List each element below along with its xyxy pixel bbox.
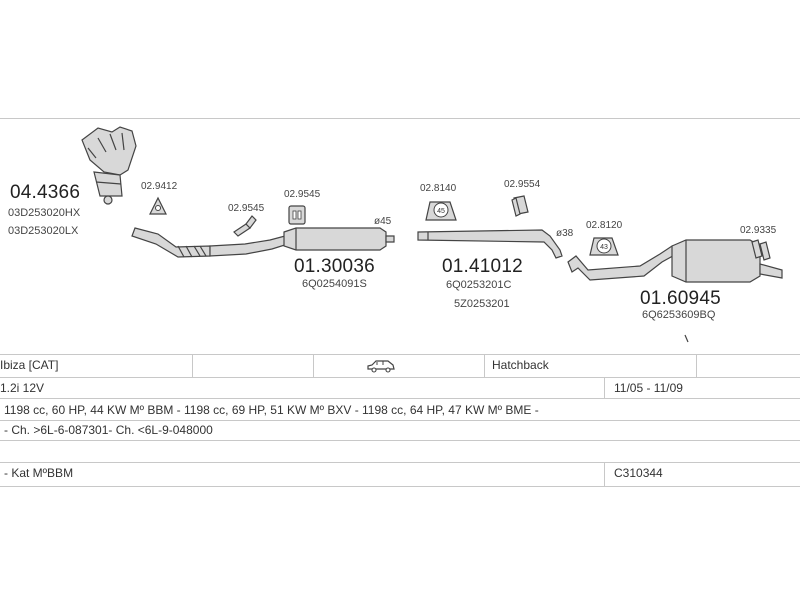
- middle-pipe: [417, 229, 563, 259]
- table-line: [0, 354, 800, 355]
- car-icon: [366, 359, 396, 378]
- gasket-label: 02.9412: [141, 181, 178, 192]
- hanger-icon: [751, 239, 771, 261]
- clamp-a-label: 02.8140: [420, 183, 457, 194]
- body-type-cell: Hatchback: [492, 358, 549, 372]
- bracket-a-label: 02.9545: [228, 203, 265, 214]
- front-down-pipe: [131, 227, 289, 258]
- engine-cell: 1.2i 12V: [0, 381, 45, 395]
- table-divider: [192, 354, 193, 377]
- engine-variants-cell: 1198 cc, 60 HP, 44 KW Mº BBM - 1198 cc, …: [4, 403, 539, 417]
- catalyst-manifold: [81, 126, 137, 205]
- hanger-b-label: 02.9335: [740, 225, 777, 236]
- hanger-icon: [511, 195, 529, 217]
- note-cell: - Kat MºBBM: [4, 466, 74, 480]
- middle-part-number: 01.41012: [442, 256, 523, 277]
- table-line: [0, 420, 800, 421]
- bracket-b-label: 02.9545: [284, 189, 321, 200]
- table-divider: [313, 354, 314, 377]
- bracket-icon: [288, 205, 306, 225]
- table-divider: [484, 354, 485, 377]
- catalyst-ref-2: 03D253020LX: [8, 225, 79, 237]
- model-cell: Ibiza [CAT]: [0, 358, 59, 372]
- svg-text:45: 45: [437, 208, 445, 215]
- clamp-icon: 45: [425, 201, 457, 221]
- years-cell: 11/05 - 11/09: [614, 381, 683, 395]
- table-line: [0, 486, 800, 487]
- table-divider: [696, 354, 697, 377]
- catalyst-ref-1: 03D253020HX: [8, 207, 81, 219]
- table-line: [0, 440, 800, 441]
- rear-part-number: 01.60945: [640, 288, 721, 309]
- table-divider: [604, 462, 605, 486]
- table-divider: [604, 377, 605, 398]
- gasket-icon: [149, 196, 167, 215]
- rear-ref: 6Q6253609BQ: [642, 309, 716, 321]
- svg-text:43: 43: [600, 244, 608, 251]
- middle-diameter: ø38: [556, 228, 574, 239]
- code-cell: C310344: [614, 466, 663, 480]
- hanger-a-label: 02.9554: [504, 179, 541, 190]
- front-pipe-diameter: ø45: [374, 216, 392, 227]
- table-line: [0, 377, 800, 378]
- middle-ref-2: 5Z0253201: [454, 298, 510, 310]
- middle-ref-1: 6Q0253201C: [446, 279, 512, 291]
- rear-silencer: [567, 239, 783, 283]
- clamp-icon: 43: [589, 237, 619, 256]
- frame-top-line: [0, 118, 800, 119]
- bracket-icon: [233, 215, 257, 237]
- chassis-cell: - Ch. >6L-6-087301- Ch. <6L-9-048000: [4, 423, 213, 437]
- tick-mark: [684, 334, 689, 343]
- table-line: [0, 462, 800, 463]
- front-pipe-ref: 6Q0254091S: [302, 278, 367, 290]
- exhaust-diagram: 45 43: [81, 126, 783, 343]
- catalyst-part-number: 04.4366: [10, 182, 81, 203]
- clamp-b-label: 02.8120: [586, 220, 623, 231]
- front-silencer: [283, 227, 395, 251]
- front-pipe-part-number: 01.30036: [294, 256, 375, 277]
- table-line: [0, 398, 800, 399]
